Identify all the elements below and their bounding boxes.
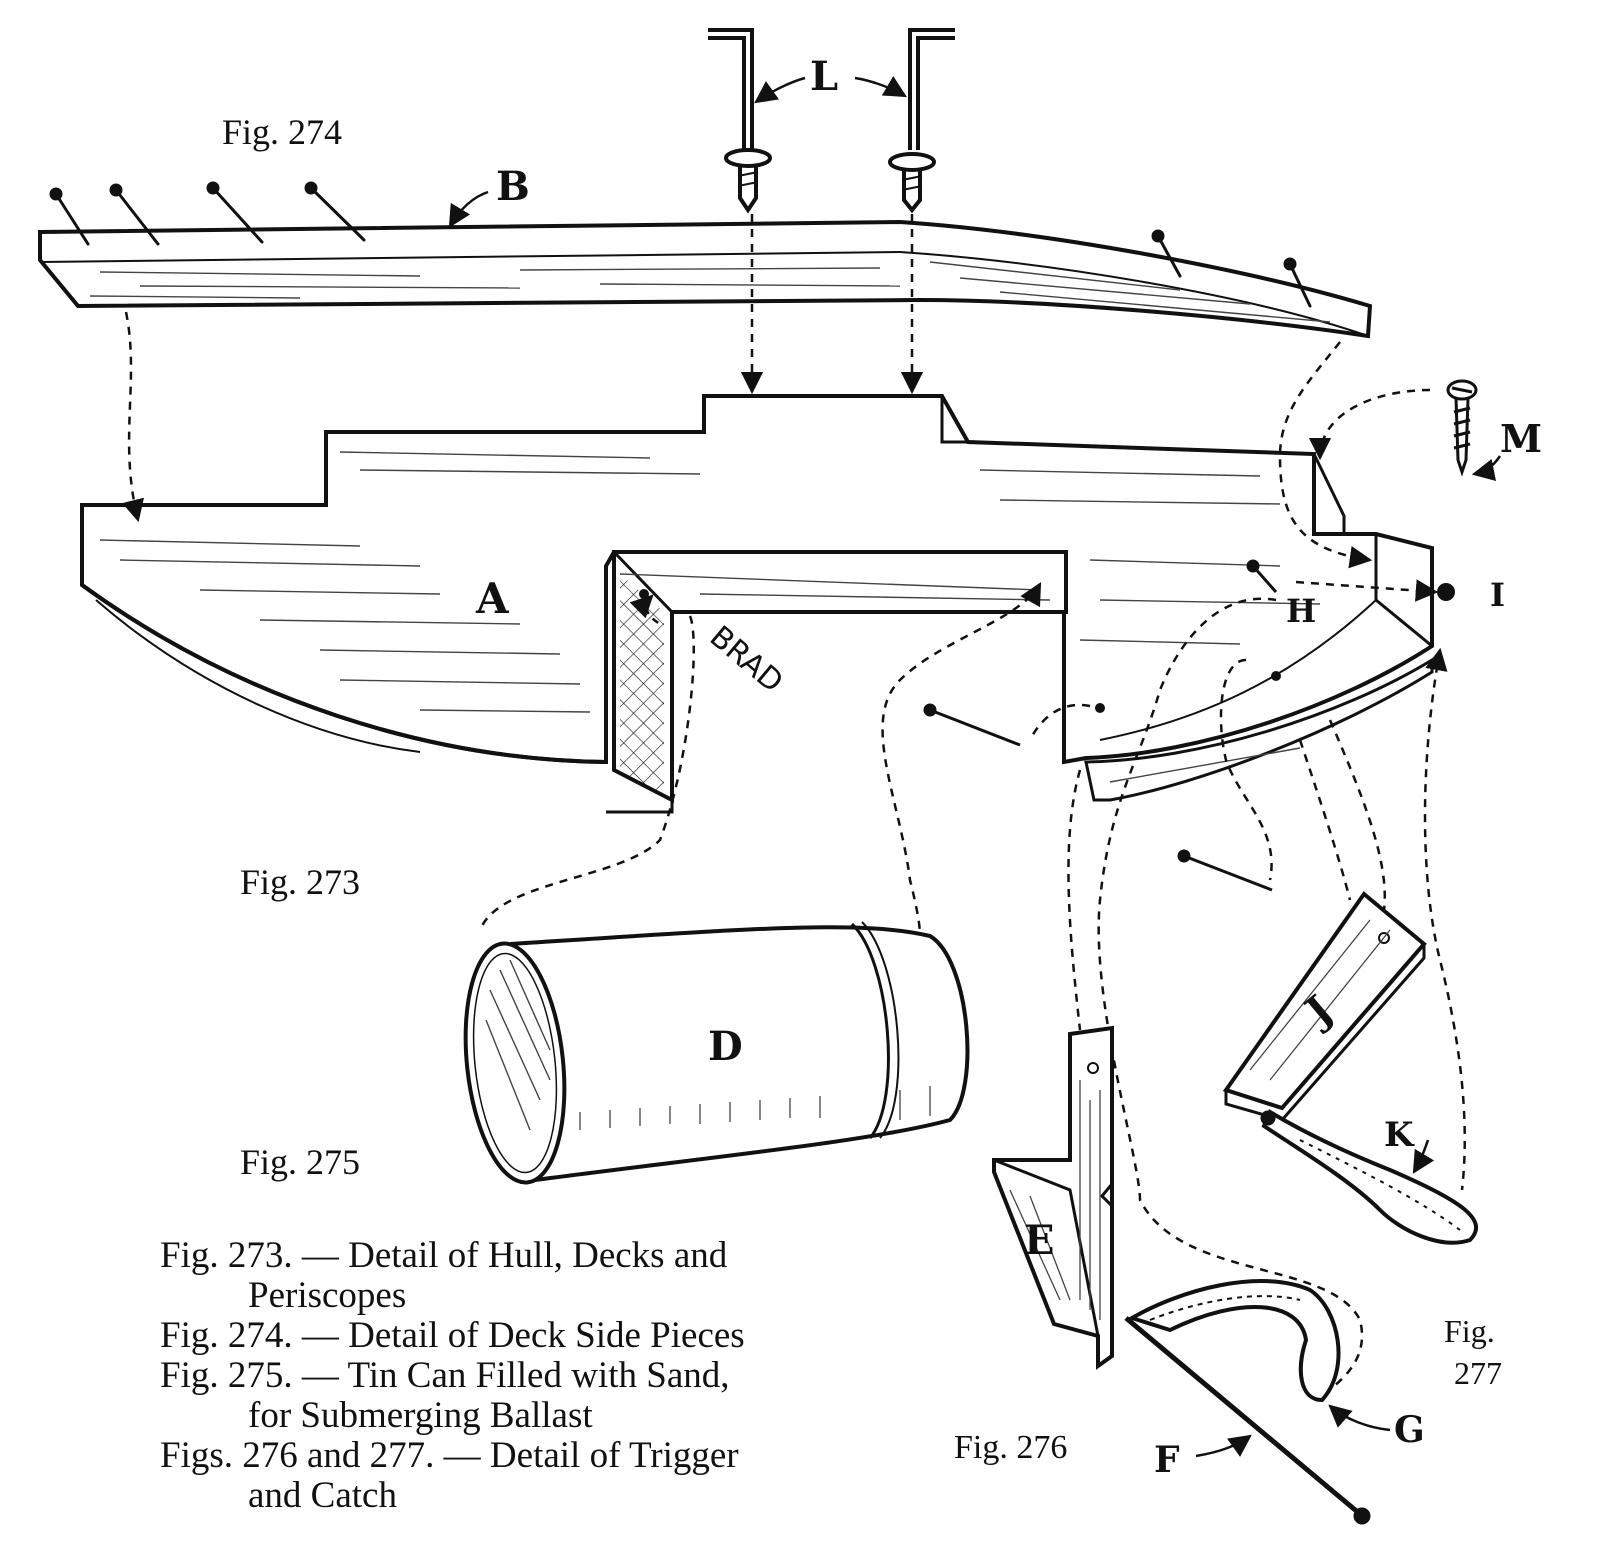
fig-273-label: Fig. 273 <box>240 862 360 902</box>
fig-275-label: Fig. 275 <box>240 1142 360 1182</box>
label-i: I <box>1490 576 1505 614</box>
hull-a <box>80 394 1455 892</box>
caption-block: Fig. 273. — Detail of Hull, Decks and Pe… <box>160 1236 745 1516</box>
deck-side-piece-b <box>38 181 1373 339</box>
caption-figs-276-277: Figs. 276 and 277. — Detail of Trigger <box>160 1435 739 1476</box>
caption-fig-275-cont: for Submerging Ballast <box>248 1395 593 1436</box>
trigger-pivot-i <box>1437 583 1455 601</box>
periscope-l-left <box>708 28 772 214</box>
trigger-e <box>992 1025 1114 1370</box>
label-e: E <box>1024 1217 1055 1264</box>
label-g: G <box>1394 1409 1425 1451</box>
screw-m <box>1446 379 1502 482</box>
caption-fig-275: Fig. 275. — Tin Can Filled with Sand, <box>160 1355 730 1396</box>
fig-276-label: Fig. 276 <box>954 1429 1067 1466</box>
periscope-l-right <box>888 28 955 214</box>
label-f: F <box>1154 1439 1180 1481</box>
label-b: B <box>496 163 530 210</box>
fig-277-label-2: 277 <box>1454 1355 1502 1391</box>
brad-point <box>639 589 649 599</box>
tin-can-d <box>463 921 970 1185</box>
label-h: H <box>1286 592 1316 630</box>
label-m: M <box>1500 416 1542 461</box>
fig-274-label: Fig. 274 <box>222 112 342 152</box>
fig-277-label-1: Fig. <box>1444 1313 1495 1349</box>
caption-fig-274: Fig. 274. — Detail of Deck Side Pieces <box>160 1315 745 1356</box>
periscope-l-pointers <box>754 76 907 104</box>
caption-figs-276-277-cont: and Catch <box>248 1475 397 1516</box>
label-a: A <box>475 574 510 623</box>
label-brad: BRAD <box>703 619 790 700</box>
caption-fig-273: Fig. 273. — Detail of Hull, Decks and <box>160 1235 728 1276</box>
label-k: K <box>1384 1115 1415 1155</box>
rod-f <box>1124 1316 1371 1525</box>
label-l: L <box>810 53 838 100</box>
caption-fig-273-cont: Periscopes <box>248 1275 407 1316</box>
label-d: D <box>708 1023 743 1070</box>
brad-pointer <box>629 594 661 626</box>
strap-g <box>1127 1279 1391 1432</box>
strap-k <box>1260 1109 1478 1245</box>
assembly-dashed-lines <box>122 214 1466 1391</box>
